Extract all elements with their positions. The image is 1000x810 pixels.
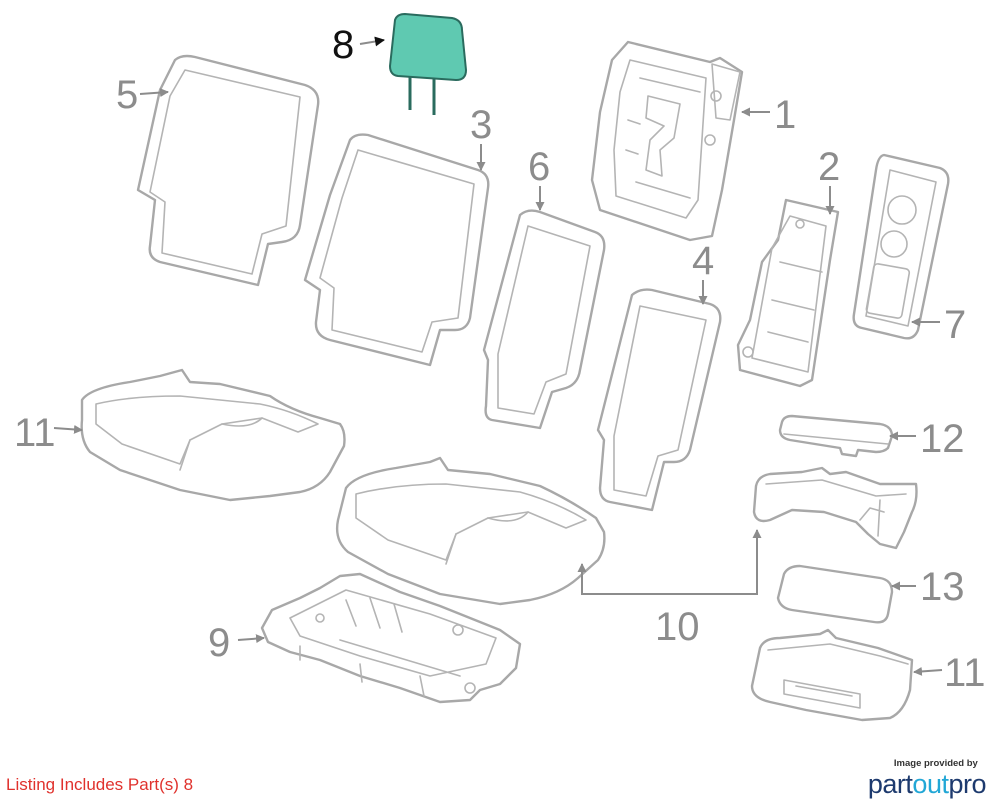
- part-13-small-cushion[interactable]: [776, 564, 894, 624]
- leader-9: [237, 634, 265, 644]
- leader-11a: [53, 424, 83, 434]
- leader-8: [359, 36, 385, 47]
- callout-4: 4: [692, 239, 714, 283]
- leader-10: [581, 534, 758, 595]
- callout-13: 13: [920, 565, 965, 609]
- credit-provided-by: Image provided by: [893, 758, 978, 769]
- callout-2: 2: [818, 145, 840, 189]
- leader-11b: [913, 666, 943, 676]
- part-10-side-bolster[interactable]: [752, 466, 918, 550]
- callout-1: 1: [774, 93, 796, 137]
- callout-5: 5: [116, 73, 138, 117]
- partoutpro-logo: partoutpro: [867, 769, 987, 799]
- headrest-shape: [388, 12, 468, 82]
- callout-6: 6: [528, 145, 550, 189]
- part-7-armrest-panel[interactable]: [852, 153, 950, 340]
- image-credit: Image provided by partoutpro: [867, 758, 987, 799]
- leader-5: [139, 88, 169, 98]
- callout-11-left: 11: [14, 411, 56, 455]
- callout-3: 3: [470, 103, 492, 147]
- logo-out: out: [912, 769, 949, 799]
- callout-11-right: 11: [944, 651, 986, 695]
- logo-part: part: [867, 769, 913, 799]
- part-10-seat-cushion-center[interactable]: [335, 456, 606, 606]
- leader-lines: [53, 36, 943, 676]
- part-12-trim-pad[interactable]: [778, 414, 894, 458]
- part-4-side-bolster-back-2[interactable]: [596, 288, 722, 512]
- logo-pro: pro: [948, 769, 986, 799]
- part-2-side-bracket[interactable]: [736, 198, 840, 388]
- callout-7: 7: [944, 303, 966, 347]
- part-5-seatback-panel[interactable]: [136, 54, 320, 287]
- listing-note: Listing Includes Part(s) 8: [6, 775, 194, 794]
- part-11-cushion-base-right[interactable]: [750, 628, 914, 722]
- callout-8: 8: [332, 23, 354, 67]
- callout-10: 10: [655, 605, 700, 649]
- part-9-base-frame[interactable]: [260, 572, 522, 704]
- part-8-headrest[interactable]: [388, 12, 468, 115]
- part-6-side-bolster-back[interactable]: [482, 209, 606, 430]
- callout-labels: 8 5 3 1 6 2 4 7 11 12 13 9 10 11: [14, 23, 986, 695]
- callout-12: 12: [920, 417, 965, 461]
- part-3-seatback[interactable]: [303, 133, 490, 367]
- part-1-seat-frame[interactable]: [590, 40, 744, 242]
- callout-9: 9: [208, 621, 230, 665]
- part-11-seat-cushion-left[interactable]: [80, 368, 346, 502]
